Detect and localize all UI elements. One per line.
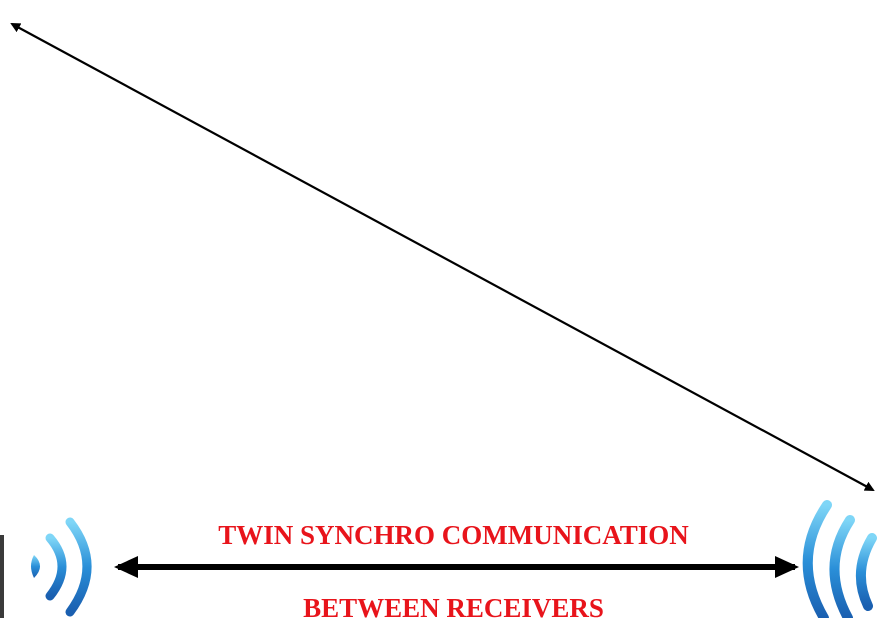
right-signal-wave-0-icon — [855, 533, 877, 611]
right-signal-wave-2-icon — [802, 500, 832, 618]
left-signal-dot-icon — [31, 555, 40, 578]
left-device-body-icon — [0, 535, 4, 618]
caption-line-1: TWIN SYNCHRO COMMUNICATION — [218, 520, 689, 550]
left-signal-wave-1-icon — [45, 533, 67, 601]
diagonal-link-arrow — [10, 23, 875, 491]
right-radio-signal-icon — [802, 500, 877, 618]
left-signal-wave-2-icon — [65, 517, 92, 617]
left-radio-signal-icon — [0, 517, 92, 618]
caption-line-2: BETWEEN RECEIVERS — [303, 593, 604, 623]
right-signal-wave-1-icon — [829, 515, 855, 618]
